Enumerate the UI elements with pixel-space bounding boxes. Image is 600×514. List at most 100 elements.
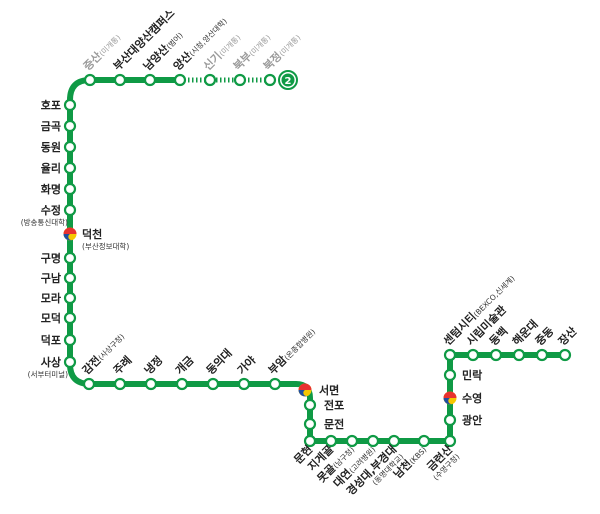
station-name: 가야 [234,353,258,377]
station-수영[interactable]: 수영 [443,391,483,406]
station-name: 모라 [41,291,62,305]
station-name: 해운대 [509,317,540,348]
station-동원[interactable]: 동원 [41,140,77,154]
svg-text:장산: 장산 [555,324,579,348]
station-율리[interactable]: 율리 [41,161,77,175]
station-marker-icon [303,417,317,431]
station-marker-icon [417,434,431,448]
station-marker-icon [63,311,77,325]
svg-text:부암(온종합병원): 부암(온종합병원) [266,325,318,377]
station-name: 민락 [462,368,482,382]
svg-text:구남: 구남 [41,272,61,285]
svg-text:광안: 광안 [462,413,482,427]
svg-text:모덕: 모덕 [41,311,61,325]
station-marker-icon [63,333,77,347]
track-lines [67,77,565,444]
station-marker-icon [268,377,282,391]
station-marker-icon [175,377,189,391]
station-센텀시티[interactable]: 센텀시티(BEXCO,신세계) [440,271,517,362]
station-사상[interactable]: 사상(서부터미널) [28,355,77,379]
station-name: 호포 [41,98,61,112]
station-marker-icon [558,348,572,362]
station-name: 금곡 [41,120,61,133]
svg-text:가야: 가야 [234,353,258,377]
station-구명[interactable]: 구명 [41,251,77,265]
station-subname: (미개통) [277,32,303,58]
svg-text:전포: 전포 [324,398,344,412]
station-구남[interactable]: 구남 [41,271,77,285]
station-subname: (미개통) [217,32,243,58]
station-name: 수영 [462,392,482,405]
station-subname: (미개통) [247,32,273,58]
station-name: 개금 [172,353,196,377]
station-덕포[interactable]: 덕포 [41,333,77,347]
svg-text:주례: 주례 [110,353,134,377]
station-marker-icon [206,377,220,391]
svg-text:율리: 율리 [41,161,61,175]
station-marker-icon [233,73,247,87]
station-name: 율리 [41,161,61,175]
station-marker-icon [63,271,77,285]
svg-text:수영: 수영 [462,392,482,405]
station-marker-icon [324,434,338,448]
svg-text:금련산(수영구청): 금련산(수영구청) [422,442,462,482]
station-덕천[interactable]: 덕천(부산정보대학) [63,227,130,251]
station-수정[interactable]: 수정(방송통신대학) [21,203,77,227]
station-name: 장산 [555,324,579,348]
station-문전[interactable]: 문전 [303,417,344,431]
station-name: 주례 [110,353,134,377]
station-name: 서면 [319,383,339,397]
station-subname: (서부터미널) [28,370,68,379]
station-marker-icon [387,434,401,448]
track-main [67,77,565,444]
station-서면[interactable]: 서면 [298,383,340,397]
station-name: 화명 [41,182,61,196]
station-marker-icon [303,434,317,448]
station-name: 동의대 [203,346,234,377]
station-화명[interactable]: 화명 [41,182,77,196]
station-모덕[interactable]: 모덕 [41,311,77,325]
station-호포[interactable]: 호포 [41,98,77,112]
station-모라[interactable]: 모라 [41,291,77,305]
station-marker-icon [63,98,77,112]
station-name: 덕천 [82,227,102,241]
svg-text:문전: 문전 [324,417,344,431]
station-금곡[interactable]: 금곡 [41,119,77,133]
station-marker-icon [263,73,277,87]
station-marker-icon [63,355,77,369]
station-marker-icon [237,377,251,391]
station-name: 구남 [41,272,61,285]
station-name: 모덕 [41,311,61,325]
station-subname: (온종합병원) [282,327,317,362]
transfer-station-icon [443,391,457,405]
station-부암[interactable]: 부암(온종합병원) [266,325,318,391]
svg-text:민락: 민락 [462,368,482,382]
station-marker-icon [443,368,457,382]
station-marker-icon [113,377,127,391]
svg-text:서면: 서면 [319,383,339,397]
station-name: 덕포 [41,333,61,347]
station-marker-icon [144,377,158,391]
station-전포[interactable]: 전포 [303,398,344,412]
station-marker-icon [345,434,359,448]
station-광안[interactable]: 광안 [443,413,482,427]
station-marker-icon [63,140,77,154]
svg-text:동원: 동원 [41,140,61,154]
station-marker-icon [203,73,217,87]
station-marker-icon [535,348,549,362]
svg-text:금곡: 금곡 [41,120,61,133]
station-민락[interactable]: 민락 [443,368,482,382]
svg-text:덕포: 덕포 [41,333,61,347]
transfer-station-icon [298,383,312,397]
station-name: 문전 [324,417,344,431]
station-marker-icon [63,119,77,133]
station-marker-icon [63,161,77,175]
station-subname: (범어) [164,30,185,51]
svg-text:해운대: 해운대 [509,317,540,348]
station-name: 동원 [41,140,61,154]
station-subname: (방송통신대학) [21,217,68,227]
station-marker-icon [443,434,457,448]
station-marker-icon [82,377,96,391]
station-marker-icon [63,251,77,265]
svg-text:사상(서부터미널): 사상(서부터미널) [28,355,68,379]
